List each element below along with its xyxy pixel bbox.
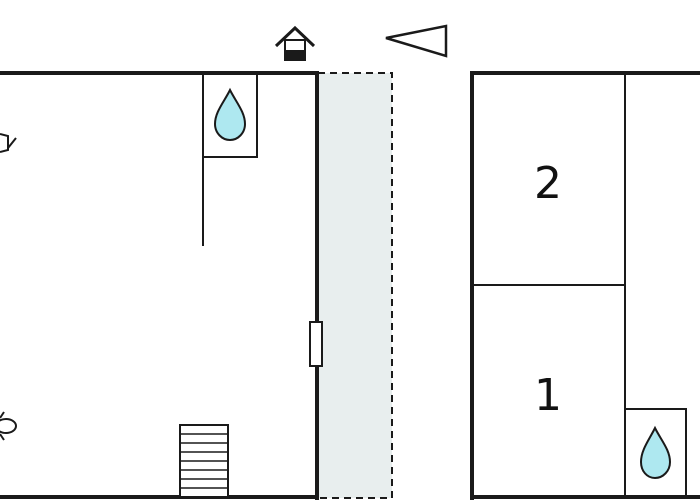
- terrace-dashed-outline: [318, 72, 393, 499]
- fan-icon: [0, 411, 17, 441]
- water-drop-icon: [639, 425, 672, 480]
- room-label-1: 1: [534, 370, 562, 421]
- terrace-area: [318, 73, 392, 498]
- north-arrow-icon: [385, 24, 448, 58]
- house-entrance-icon: [274, 25, 316, 61]
- stairs-icon: [179, 424, 229, 498]
- room-label-2: 2: [534, 158, 562, 209]
- water-drop-icon: [213, 87, 247, 142]
- door-icon: [309, 321, 323, 367]
- wall-lamp-icon: [0, 133, 17, 153]
- bathroom-box-top: [202, 72, 258, 158]
- left-building-walls: [0, 71, 319, 500]
- bathroom-box-bottom: [624, 408, 687, 498]
